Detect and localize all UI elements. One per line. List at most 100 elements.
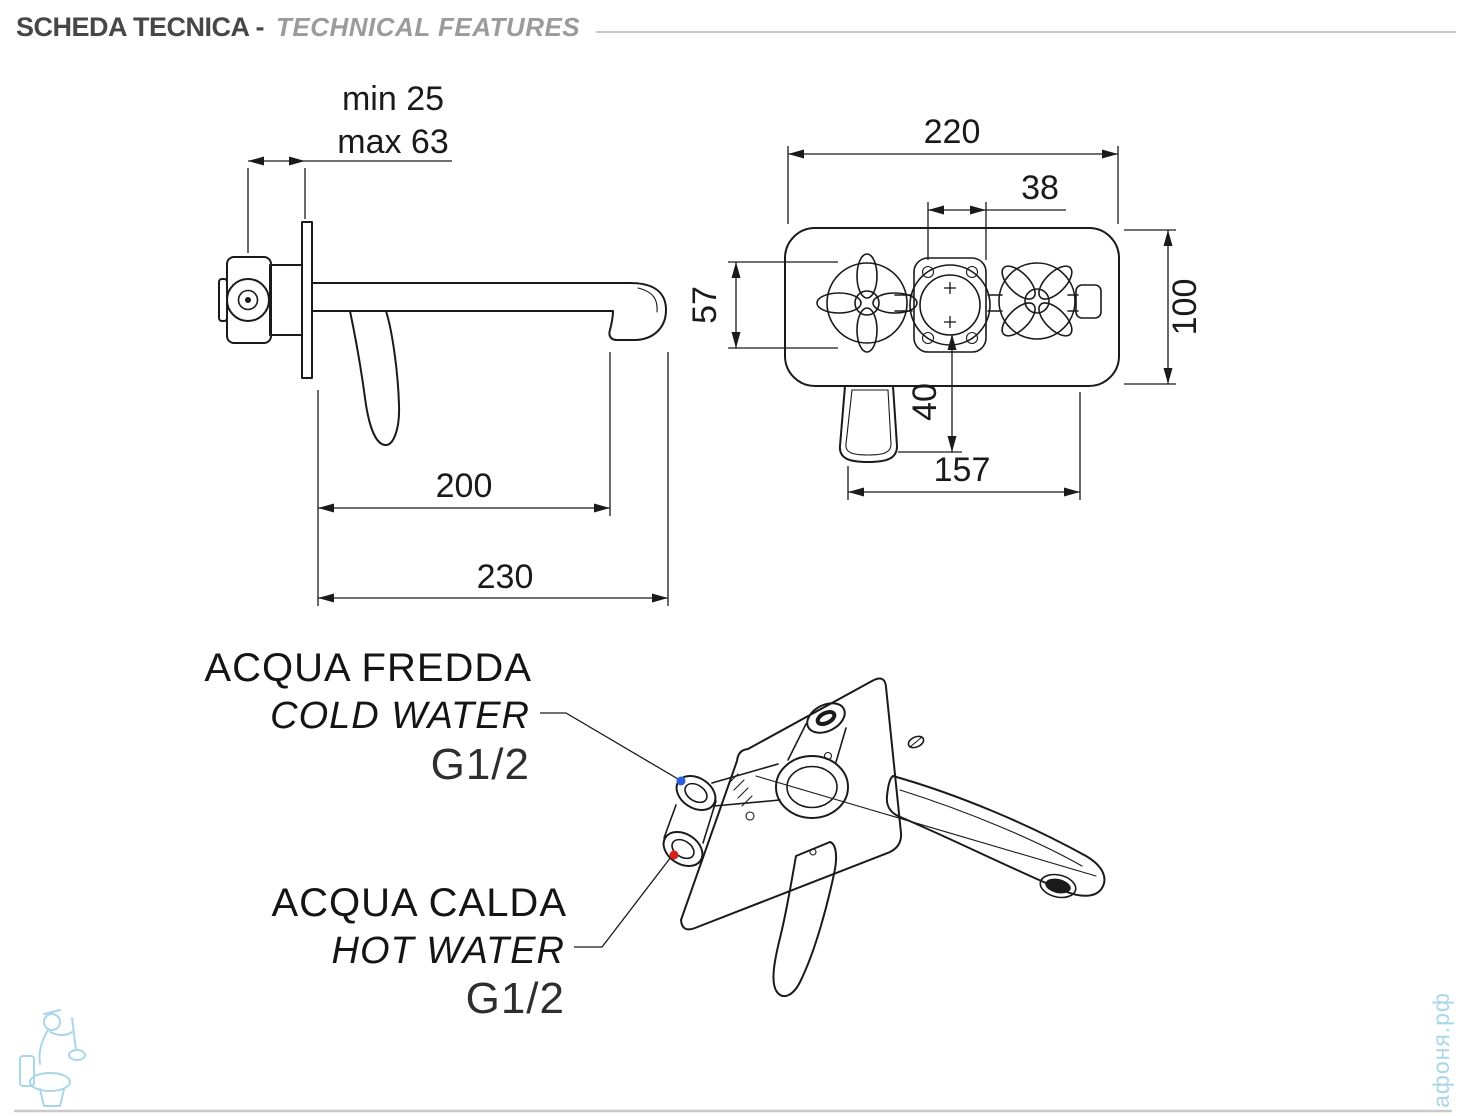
dim-span-157: 157	[847, 392, 1081, 500]
arrowhead	[1064, 487, 1080, 497]
handle-arm	[856, 307, 878, 353]
front-view: 220 38 57	[686, 113, 1204, 500]
site-watermark-text: афоня.рф	[1428, 992, 1454, 1108]
dim-height-100: 100	[1124, 229, 1204, 385]
toilet-base	[39, 1088, 65, 1107]
arrowhead	[652, 593, 668, 603]
hot-marker-dot	[669, 850, 679, 860]
right-handle	[998, 262, 1076, 340]
handle-arm	[1038, 302, 1073, 337]
dim-220-text: 220	[924, 113, 981, 151]
header: SCHEDA TECNICA - TECHNICAL FEATURES	[16, 12, 1456, 43]
dim-depth-min-text: min 25	[342, 80, 444, 118]
pipework	[894, 284, 1102, 319]
aerator-rim	[1039, 873, 1077, 899]
dim-157-text: 157	[934, 451, 991, 489]
handle-arm	[1001, 302, 1036, 337]
dim-200-text: 200	[436, 467, 493, 505]
top-port-ring	[815, 709, 837, 727]
cold-marker-dot	[676, 776, 686, 786]
screw-head	[907, 735, 925, 749]
dim-offset-38: 38	[927, 169, 1066, 260]
loose-screw	[907, 735, 925, 749]
sheet-subtitle: TECHNICAL FEATURES	[276, 12, 581, 42]
body-edge	[835, 727, 847, 763]
arrowhead	[1163, 230, 1173, 246]
arrowhead	[289, 156, 305, 166]
dim-100-text: 100	[1166, 279, 1204, 336]
toilet-tank	[19, 1055, 35, 1087]
hot-thread-label: G1/2	[466, 974, 565, 1023]
iso-lever-outline	[772, 841, 838, 998]
spout-nose-detail	[637, 287, 658, 313]
isometric-view: ACQUA FREDDA COLD WATER G1/2 ACQUA CALDA…	[204, 646, 1106, 1023]
handle-arm	[1001, 265, 1036, 300]
center-cartridge	[909, 257, 991, 353]
bracket-screw	[921, 331, 935, 345]
hatch-line	[741, 795, 753, 807]
dim-total-reach: 230	[318, 352, 669, 606]
plunger-handle	[71, 1017, 77, 1051]
manifold-edge	[702, 800, 717, 844]
plumber-logo-watermark	[19, 1009, 86, 1107]
lever-pin	[809, 848, 817, 856]
cartridge-housing-inner	[786, 765, 838, 809]
arrowhead	[970, 205, 986, 215]
plumber-head	[43, 1013, 61, 1031]
hatch-line	[729, 773, 739, 783]
arrowhead	[594, 503, 610, 513]
dim-spout-reach: 200	[317, 352, 611, 606]
left-handle	[816, 253, 918, 353]
body-edge	[787, 723, 807, 761]
bracket-screw	[921, 265, 935, 279]
dim-57-text: 57	[686, 286, 724, 324]
hatch-line	[733, 779, 745, 791]
aerator-outlet	[1045, 878, 1071, 894]
handle-arm	[872, 292, 918, 314]
hatch-line	[737, 787, 749, 799]
spout-side-outline	[311, 282, 667, 341]
wall-plate-outline	[301, 221, 313, 379]
dim-height-57: 57	[686, 261, 838, 349]
arrowhead	[947, 334, 957, 350]
hot-leader-line	[574, 856, 672, 948]
handle-hub	[854, 290, 880, 316]
cold-thread-label: G1/2	[431, 740, 530, 789]
hot-inlet-port	[662, 830, 704, 868]
assembly-screw	[823, 751, 833, 761]
front-spout	[838, 385, 898, 463]
sheet-title: SCHEDA TECNICA -	[16, 12, 265, 42]
header-rule	[596, 30, 1456, 33]
arrowhead	[947, 436, 957, 452]
arrowhead	[848, 487, 864, 497]
plumber-cap	[43, 1009, 61, 1015]
bracket-screw	[965, 265, 979, 279]
toilet-bowl	[29, 1072, 71, 1092]
screw-slot	[909, 736, 923, 748]
handle-flange	[998, 262, 1076, 340]
dim-38-text: 38	[1021, 169, 1059, 207]
handle-arm	[816, 292, 862, 314]
hot-inlet-inner	[671, 838, 695, 860]
assembly-screw	[745, 811, 755, 821]
front-spout-inner	[845, 389, 892, 456]
outlet-stub	[1075, 284, 1102, 319]
arrowhead	[731, 262, 741, 278]
valve-knob-center	[245, 297, 251, 303]
dim-wall-depth: min 25 max 63	[247, 80, 452, 253]
dim-230-text: 230	[477, 558, 534, 596]
dim-drop-40: 40	[898, 334, 962, 453]
hot-label-it: ACQUA CALDA	[271, 881, 567, 925]
manifold-edge	[663, 804, 677, 839]
valve-assembly	[662, 702, 925, 868]
dim-width-220: 220	[787, 113, 1119, 224]
manifold-edge	[711, 763, 779, 784]
handle-hub	[1024, 288, 1050, 314]
handle-arm	[856, 253, 878, 299]
hot-label-en: HOT WATER	[332, 930, 565, 972]
lever-side-outline	[349, 310, 401, 446]
arrowhead	[318, 503, 334, 513]
arrowhead	[1163, 368, 1173, 384]
